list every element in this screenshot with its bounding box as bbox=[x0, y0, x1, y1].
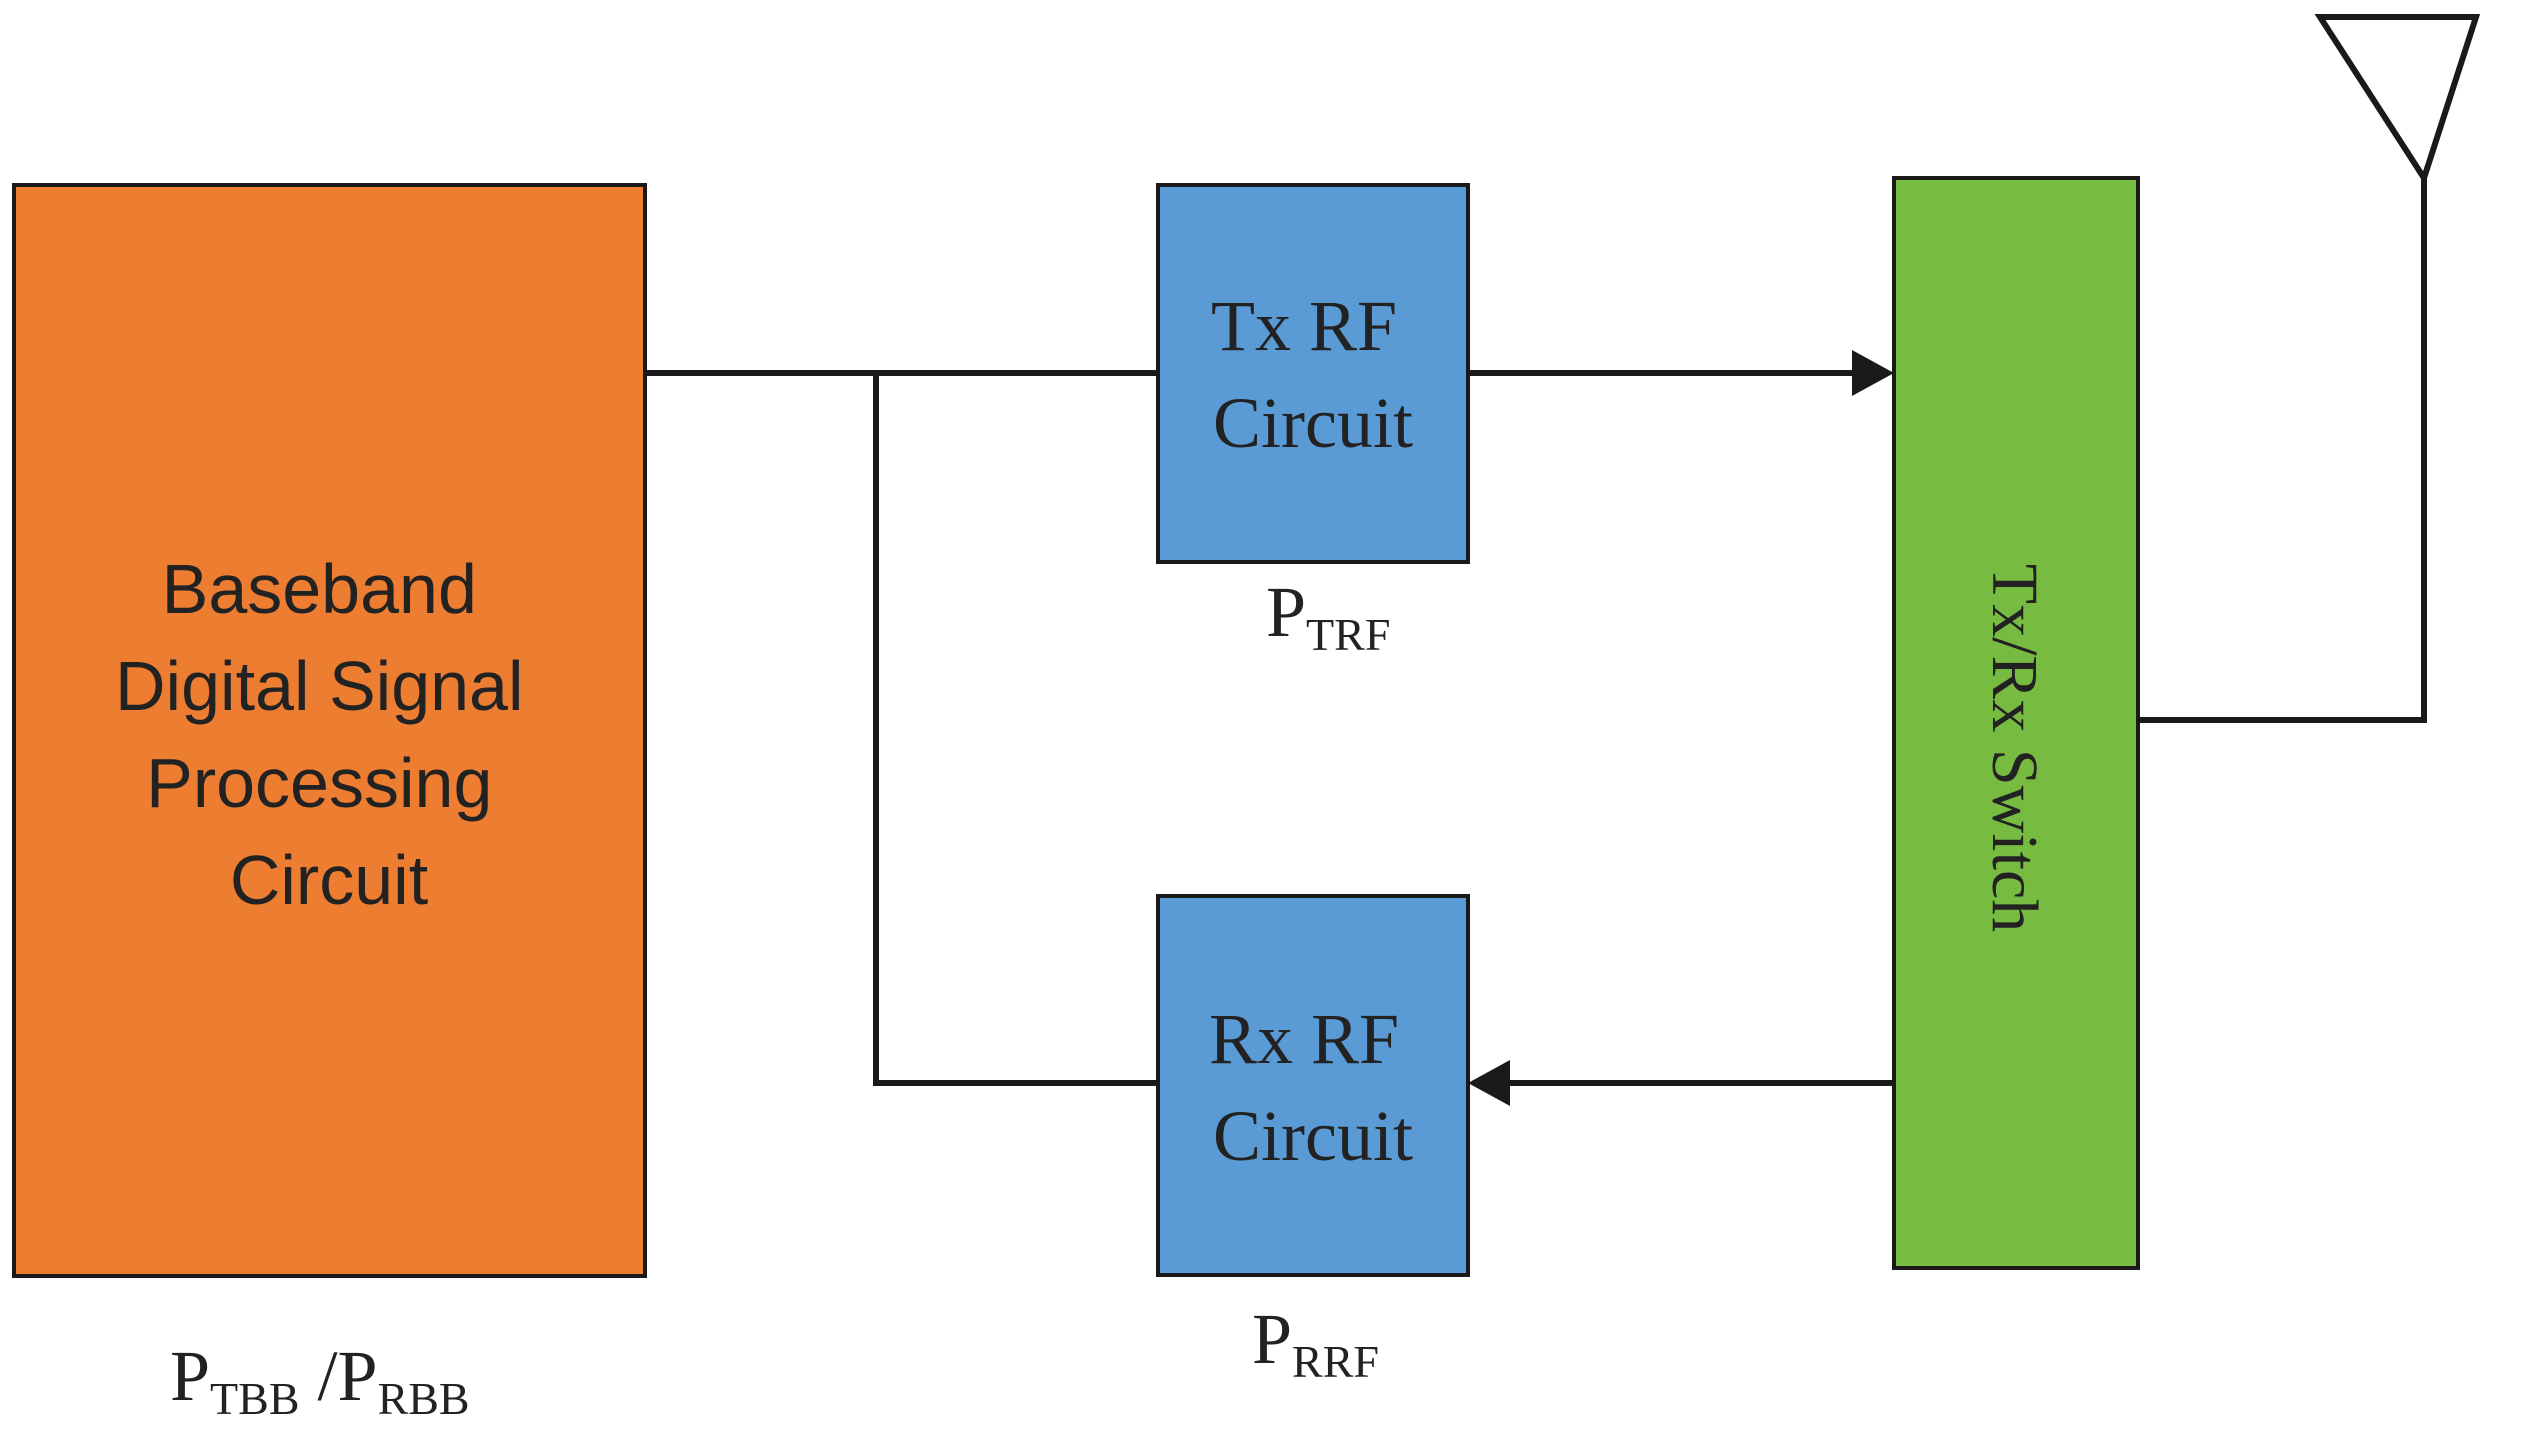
rx-rf-label: Rx RF Circuit bbox=[1209, 999, 1417, 1176]
baseband-label-line-1: Baseband bbox=[162, 550, 477, 628]
rx-rf-label-line-2: Circuit bbox=[1213, 1096, 1413, 1176]
rx-rf-power-label: PRRF bbox=[1252, 1299, 1379, 1387]
tx-rf-block bbox=[1156, 183, 1470, 564]
baseband-power-sub-tbb: TBB bbox=[210, 1373, 299, 1424]
tx-to-switch-arrowhead bbox=[1852, 350, 1894, 396]
baseband-label: Baseband Digital Signal Processing Circu… bbox=[115, 550, 543, 919]
baseband-power-label: PTBB /PRBB bbox=[170, 1336, 470, 1424]
baseband-label-line-3: Processing bbox=[146, 744, 492, 822]
baseband-block bbox=[12, 183, 647, 1278]
antenna-icon bbox=[2314, 14, 2481, 720]
tx-rf-power-main: P bbox=[1266, 572, 1306, 652]
switch-to-rx-arrowhead bbox=[1468, 1060, 1510, 1106]
rx-to-baseband-line bbox=[873, 373, 1158, 1086]
rx-rf-power-main: P bbox=[1252, 1299, 1292, 1379]
baseband-power-main: P bbox=[170, 1336, 210, 1416]
rx-rf-power-sub: RRF bbox=[1292, 1336, 1379, 1387]
signal-paths bbox=[645, 370, 2427, 1086]
baseband-label-line-2: Digital Signal bbox=[115, 647, 524, 725]
tx-rf-label: Tx RF Circuit bbox=[1211, 286, 1415, 463]
tx-rf-power-label: PTRF bbox=[1266, 572, 1390, 660]
rx-rf-block bbox=[1156, 894, 1470, 1277]
baseband-label-line-4: Circuit bbox=[230, 841, 428, 919]
tx-rf-label-line-1: Tx RF bbox=[1211, 286, 1397, 366]
baseband-power-sub-rbb: RBB bbox=[378, 1373, 470, 1424]
rx-rf-label-line-1: Rx RF bbox=[1209, 999, 1399, 1079]
baseband-power-sep: /P bbox=[300, 1336, 378, 1416]
tx-rf-label-line-2: Circuit bbox=[1213, 383, 1413, 463]
tx-rx-switch-block bbox=[1892, 176, 2140, 1270]
tx-rf-power-sub: TRF bbox=[1306, 609, 1390, 660]
tx-rx-switch-label: Tx/Rx Switch bbox=[1978, 564, 2051, 933]
